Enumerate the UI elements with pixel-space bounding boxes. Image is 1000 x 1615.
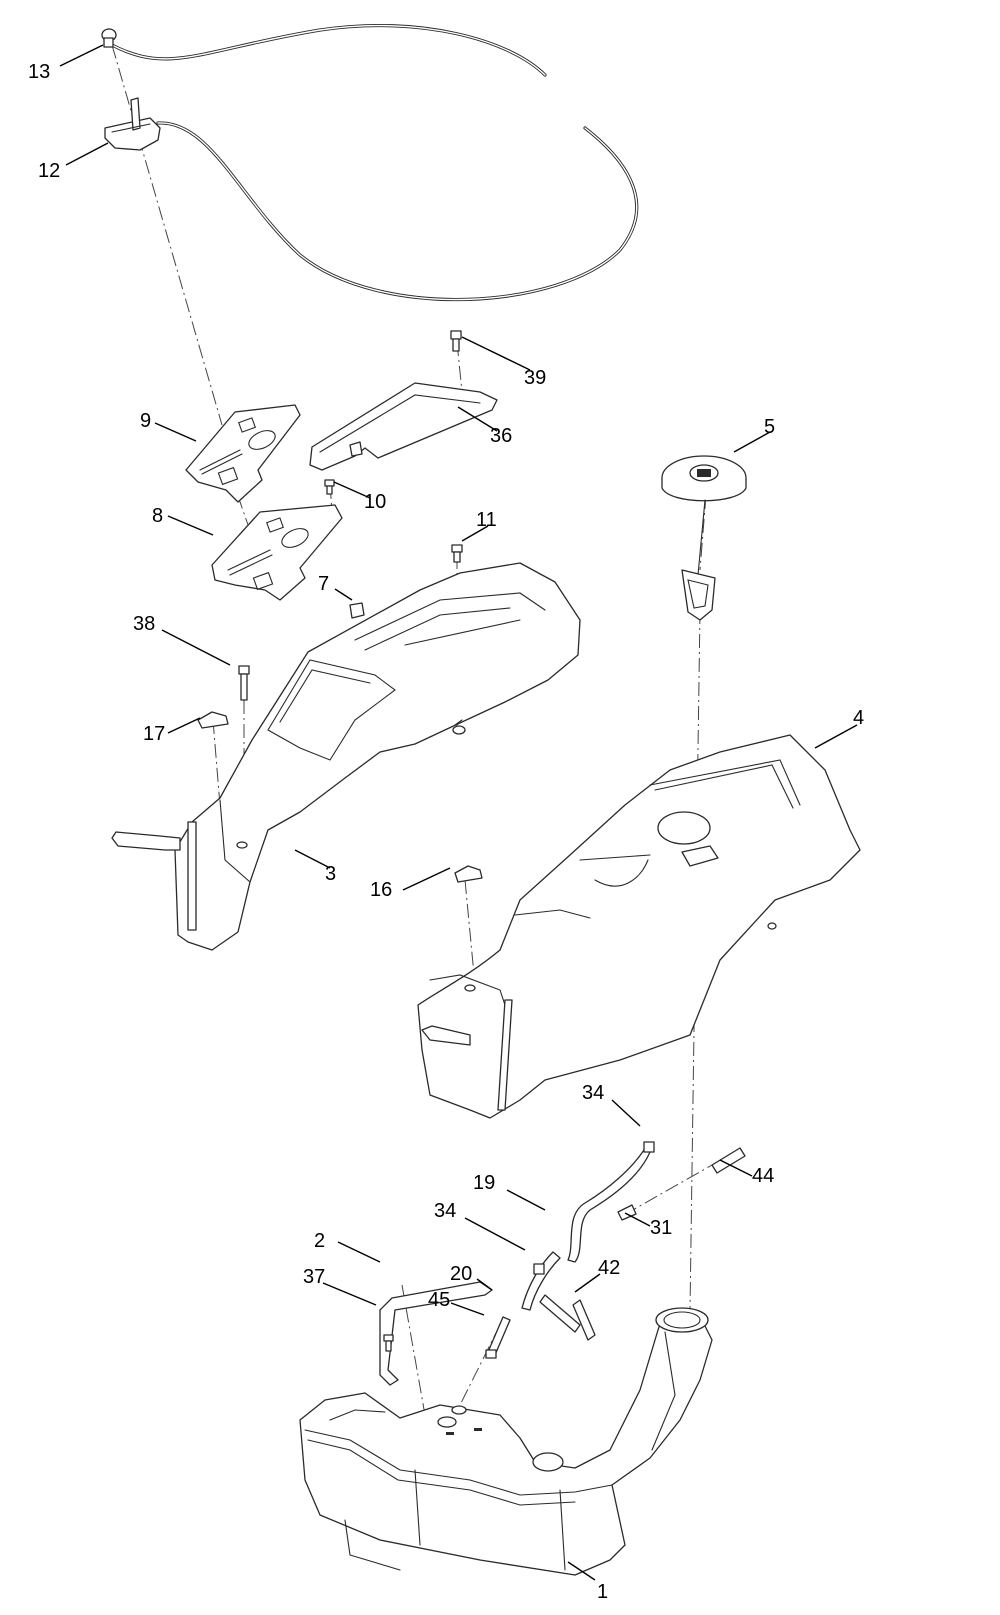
callout-45: 45	[428, 1289, 450, 1311]
part-3-console	[111, 562, 581, 951]
callout-5: 5	[764, 416, 775, 438]
part-7-clip	[349, 602, 365, 619]
callout-20: 20	[450, 1263, 472, 1285]
callout-44: 44	[752, 1165, 774, 1187]
callout-39: 39	[524, 367, 546, 389]
callout-4: 4	[853, 707, 864, 729]
part-39-bolt	[450, 330, 462, 352]
callout-13: 13	[28, 61, 50, 83]
part-36-cover-panel	[309, 382, 498, 471]
callout-leaders	[59, 44, 858, 1581]
callout-labels: 13 12 39 36 9 10 8 11 5 7 38 17 4 3 16 3…	[28, 61, 864, 1603]
part-8-plate	[211, 504, 343, 601]
part-2-bracket	[379, 1281, 493, 1386]
part-5-fuel-cap	[661, 455, 747, 621]
part-9-plate	[185, 404, 301, 503]
part-12-lever-bracket	[104, 97, 639, 302]
part-16-pad	[454, 865, 483, 883]
callout-12: 12	[38, 160, 60, 182]
callout-38: 38	[133, 613, 155, 635]
part-10-screw	[324, 479, 335, 495]
callout-8: 8	[152, 505, 163, 527]
callout-16: 16	[370, 879, 392, 901]
callout-2: 2	[314, 1230, 325, 1252]
part-38-screw	[238, 665, 250, 701]
part-1-fuel-tank	[299, 1307, 713, 1576]
part-17-pad	[197, 711, 229, 729]
part-13-knob-cable	[101, 23, 547, 77]
part-37-screw	[383, 1334, 394, 1352]
callout-7: 7	[318, 573, 329, 595]
callout-34-middle: 34	[434, 1200, 456, 1222]
callout-3: 3	[325, 863, 336, 885]
part-4-fender-panel	[417, 734, 861, 1119]
callout-34-top: 34	[582, 1082, 604, 1104]
callout-11: 11	[476, 509, 497, 531]
callout-19: 19	[473, 1172, 495, 1194]
callout-1: 1	[597, 1581, 608, 1603]
callout-31: 31	[650, 1217, 672, 1239]
part-11-screw	[451, 544, 463, 563]
callout-17: 17	[143, 723, 165, 745]
callout-42: 42	[598, 1257, 620, 1279]
callout-9: 9	[140, 410, 151, 432]
callout-10: 10	[364, 491, 386, 513]
hoses-and-fittings	[485, 1141, 746, 1359]
callout-37: 37	[303, 1266, 325, 1288]
callout-36: 36	[490, 425, 512, 447]
